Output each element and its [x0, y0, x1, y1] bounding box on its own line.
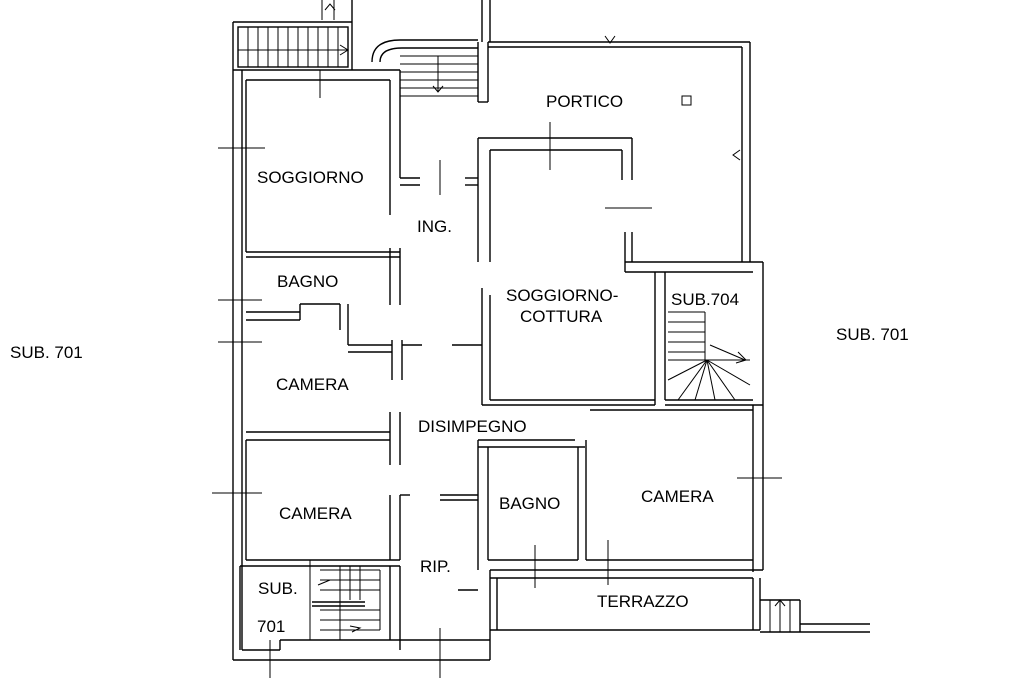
stairs-sub704: [667, 311, 751, 401]
stairs-top-left: [237, 0, 349, 68]
stairs-entrance: [371, 35, 741, 161]
label-soggiorno-cottura-2: COTTURA: [520, 307, 603, 326]
label-camera-1: CAMERA: [276, 375, 349, 394]
label-disimpegno: DISIMPEGNO: [418, 417, 527, 436]
cross-marks: [212, 70, 786, 678]
label-bagno-2: BAGNO: [499, 494, 560, 513]
label-sub-bottom-1: SUB.: [258, 579, 298, 598]
label-sub701-right: SUB. 701: [836, 325, 909, 344]
label-terrazzo: TERRAZZO: [597, 592, 689, 611]
stairs-bottom: [309, 560, 381, 640]
label-camera-2: CAMERA: [279, 504, 352, 523]
label-camera-3: CAMERA: [641, 487, 714, 506]
label-rip: RIP.: [420, 557, 451, 576]
label-bagno-1: BAGNO: [277, 272, 338, 291]
label-ing: ING.: [417, 217, 452, 236]
label-soggiorno-cottura-1: SOGGIORNO-: [506, 286, 618, 305]
label-sub-bottom-2: 701: [257, 617, 285, 636]
room-labels: PORTICO SOGGIORNO ING. BAGNO SOGGIORNO- …: [10, 92, 909, 636]
label-soggiorno: SOGGIORNO: [257, 168, 364, 187]
label-sub704: SUB.704: [671, 290, 739, 309]
label-sub701-left: SUB. 701: [10, 343, 83, 362]
label-portico: PORTICO: [546, 92, 623, 111]
interior-walls: [239, 79, 763, 650]
